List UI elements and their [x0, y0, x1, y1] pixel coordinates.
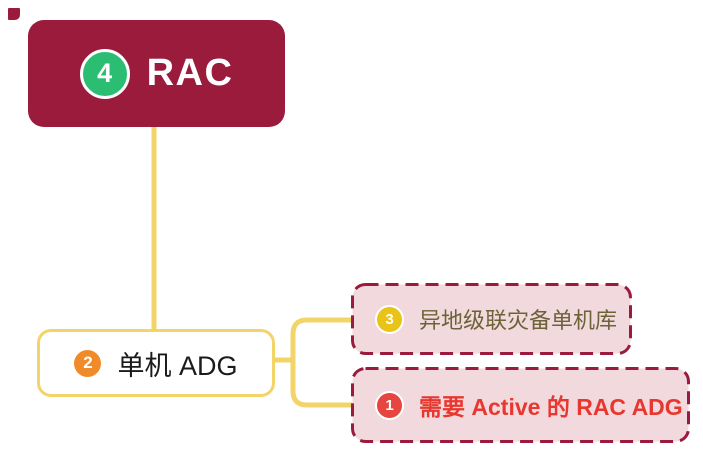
priority-1-number: 1	[385, 396, 394, 414]
subtopic-need-active-rac-adg[interactable]: 1 需要 Active 的 RAC ADG	[351, 367, 690, 443]
dashed-border	[351, 283, 632, 355]
root-topic-label: RAC	[146, 52, 234, 94]
connector-main-to-subtopic-1	[290, 317, 355, 363]
subtopic-remote-cascade-standby-label: 异地级联灾备单机库	[419, 308, 618, 333]
dashed-border	[351, 367, 690, 443]
subtopic-need-active-rac-adg-label: 需要 Active 的 RAC ADG	[419, 394, 683, 420]
priority-2-badge-icon[interactable]: 2	[74, 349, 102, 377]
priority-2-number: 2	[83, 353, 93, 372]
topic-standalone-adg[interactable]: 2 单机 ADG	[37, 329, 275, 397]
subtopic-remote-cascade-standby[interactable]: 3 异地级联灾备单机库	[351, 283, 632, 355]
priority-1-badge-icon[interactable]: 1	[375, 390, 404, 420]
priority-3-number: 3	[385, 310, 394, 328]
connector-main-to-subtopic-2	[290, 357, 355, 408]
priority-3-badge-icon[interactable]: 3	[375, 304, 404, 334]
topic-standalone-adg-label: 单机 ADG	[117, 350, 238, 381]
clipped-node-fragment	[8, 8, 20, 20]
priority-4-badge-icon[interactable]: 4	[79, 48, 130, 99]
priority-4-number: 4	[97, 58, 113, 88]
subtopic-content: 1 需要 Active 的 RAC ADG	[351, 367, 690, 443]
root-topic-rac[interactable]: 4 RAC	[28, 20, 285, 127]
subtopic-content: 3 异地级联灾备单机库	[351, 283, 632, 355]
